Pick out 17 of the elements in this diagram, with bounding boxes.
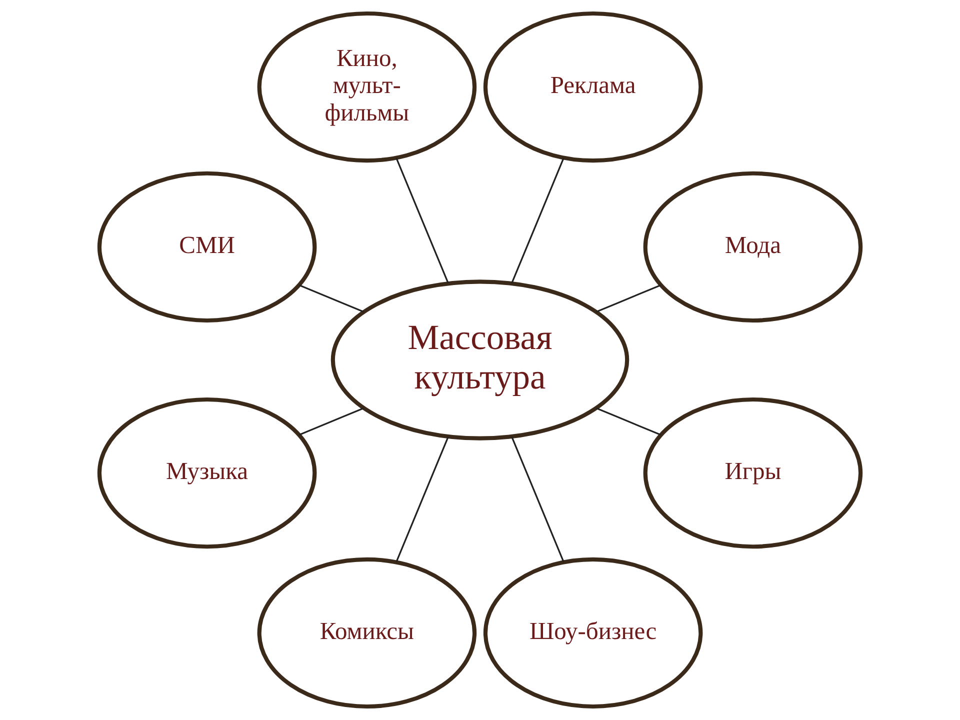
connector bbox=[396, 158, 449, 284]
node-ellipse: Кино, мульт- фильмы bbox=[257, 11, 477, 163]
connector bbox=[396, 436, 449, 562]
node-ellipse: Мода bbox=[643, 171, 863, 323]
connector bbox=[298, 407, 364, 436]
node-ellipse: Игры bbox=[643, 397, 863, 549]
node-ellipse: Шоу-бизнес bbox=[483, 557, 703, 709]
node-ellipse: СМИ bbox=[97, 171, 317, 323]
node-ellipse: Комиксы bbox=[257, 557, 477, 709]
connector bbox=[596, 407, 662, 436]
connector bbox=[298, 284, 364, 313]
node-ellipse: Реклама bbox=[483, 11, 703, 163]
node-ellipse: Массовая культура bbox=[330, 280, 630, 440]
node-ellipse: Музыка bbox=[97, 397, 317, 549]
connector bbox=[511, 436, 564, 562]
connector bbox=[596, 284, 662, 313]
connector bbox=[511, 158, 564, 284]
